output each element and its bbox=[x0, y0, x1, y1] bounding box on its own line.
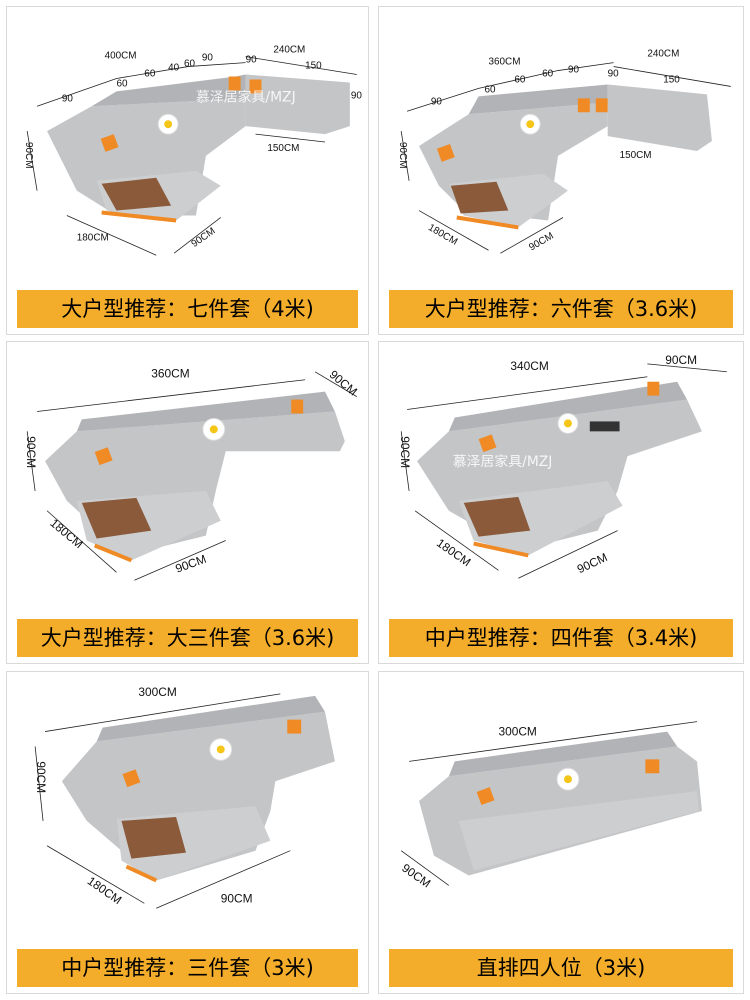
dimension-label: 90CM bbox=[190, 226, 218, 250]
dimension-label: 90CM bbox=[397, 142, 408, 168]
dimension-label: 180CM bbox=[434, 536, 473, 569]
dimension-label: 90CM bbox=[221, 891, 253, 905]
sofa-image-5: 300CM 90CM 180CM 90CM bbox=[7, 672, 368, 945]
dimension-label: 180CM bbox=[85, 874, 124, 907]
dimension-label: 60 bbox=[542, 69, 554, 80]
sofa-image-1: 慕泽居家具/MZJ 400CM 240CM 90 60 60 40 60 90 … bbox=[7, 7, 368, 286]
dimension-label: 90CM bbox=[527, 231, 555, 254]
sofa-image-4: 慕泽居家具/MZJ 340CM 90CM 90CM 180CM 90CM bbox=[379, 342, 743, 615]
dimension-label: 150 bbox=[305, 61, 322, 72]
dimension-label: 360CM bbox=[489, 57, 521, 68]
dimension-label: 180CM bbox=[47, 516, 85, 551]
dimension-label: 90 bbox=[202, 53, 214, 64]
dimension-label: 90CM bbox=[398, 436, 412, 468]
product-panel-1[interactable]: 慕泽居家具/MZJ 400CM 240CM 90 60 60 40 60 90 … bbox=[6, 6, 369, 335]
dimension-label: 90 bbox=[351, 90, 363, 101]
sofa-image-3: 360CM 90CM 90CM 180CM 90CM bbox=[7, 342, 368, 615]
product-caption: 大户型推荐：大三件套（3.6米) bbox=[17, 619, 358, 657]
product-panel-2[interactable]: 360CM 240CM 90 60 60 60 90 90 150 150CM … bbox=[378, 6, 744, 335]
product-panel-5[interactable]: 300CM 90CM 180CM 90CM 中户型推荐：三件套（3米) bbox=[6, 671, 369, 994]
dimension-label: 150CM bbox=[620, 150, 652, 161]
product-panel-3[interactable]: 360CM 90CM 90CM 180CM 90CM 大户型推荐：大三件套（3.… bbox=[6, 341, 369, 664]
dimension-label: 40 bbox=[168, 63, 180, 74]
dimension-label: 60 bbox=[485, 84, 497, 95]
dimension-label: 60 bbox=[184, 59, 196, 70]
dimension-label: 60 bbox=[144, 69, 156, 80]
dimension-label: 90CM bbox=[23, 142, 34, 168]
product-panel-4[interactable]: 慕泽居家具/MZJ 340CM 90CM 90CM 180CM 90CM 中户型… bbox=[378, 341, 744, 664]
product-caption: 大户型推荐：七件套（4米) bbox=[17, 290, 358, 328]
dimension-label: 300CM bbox=[138, 685, 176, 699]
dimension-label: 90 bbox=[568, 65, 580, 76]
dimension-label: 90CM bbox=[399, 861, 433, 891]
product-caption: 大户型推荐：六件套（3.6米) bbox=[389, 290, 733, 328]
dimension-label: 180CM bbox=[77, 232, 109, 243]
product-caption: 中户型推荐：三件套（3米) bbox=[17, 949, 358, 987]
dimension-label: 90CM bbox=[665, 353, 697, 367]
dimension-label: 90CM bbox=[575, 550, 610, 576]
watermark: 慕泽居家具/MZJ bbox=[453, 453, 553, 470]
dimension-label: 240CM bbox=[647, 49, 679, 60]
dimension-label: 240CM bbox=[273, 45, 305, 56]
product-caption: 中户型推荐：四件套（3.4米) bbox=[389, 619, 733, 657]
dimension-label: 90CM bbox=[34, 761, 48, 793]
watermark: 慕泽居家具/MZJ bbox=[196, 88, 296, 105]
dimension-label: 150CM bbox=[267, 143, 299, 154]
dimension-label: 400CM bbox=[105, 51, 137, 62]
sofa-image-6: 300CM 90CM bbox=[379, 672, 743, 945]
dimension-label: 60 bbox=[514, 74, 526, 85]
dimension-label: 90CM bbox=[24, 436, 38, 468]
dimension-label: 180CM bbox=[426, 222, 459, 247]
dimension-label: 90 bbox=[62, 93, 74, 104]
dimension-label: 300CM bbox=[498, 725, 536, 739]
dimension-label: 340CM bbox=[510, 359, 548, 373]
dimension-label: 360CM bbox=[151, 367, 189, 381]
product-panel-6[interactable]: 300CM 90CM 直排四人位（3米) bbox=[378, 671, 744, 994]
sofa-image-2: 360CM 240CM 90 60 60 60 90 90 150 150CM … bbox=[379, 7, 743, 286]
dimension-label: 90 bbox=[431, 96, 443, 107]
product-caption: 直排四人位（3米) bbox=[389, 949, 733, 987]
dimension-label: 90 bbox=[246, 55, 258, 66]
dimension-label: 90CM bbox=[173, 552, 208, 576]
dimension-label: 90CM bbox=[327, 367, 360, 398]
dimension-label: 150 bbox=[663, 74, 680, 85]
dimension-label: 90 bbox=[608, 69, 620, 80]
dimension-label: 60 bbox=[117, 78, 129, 89]
